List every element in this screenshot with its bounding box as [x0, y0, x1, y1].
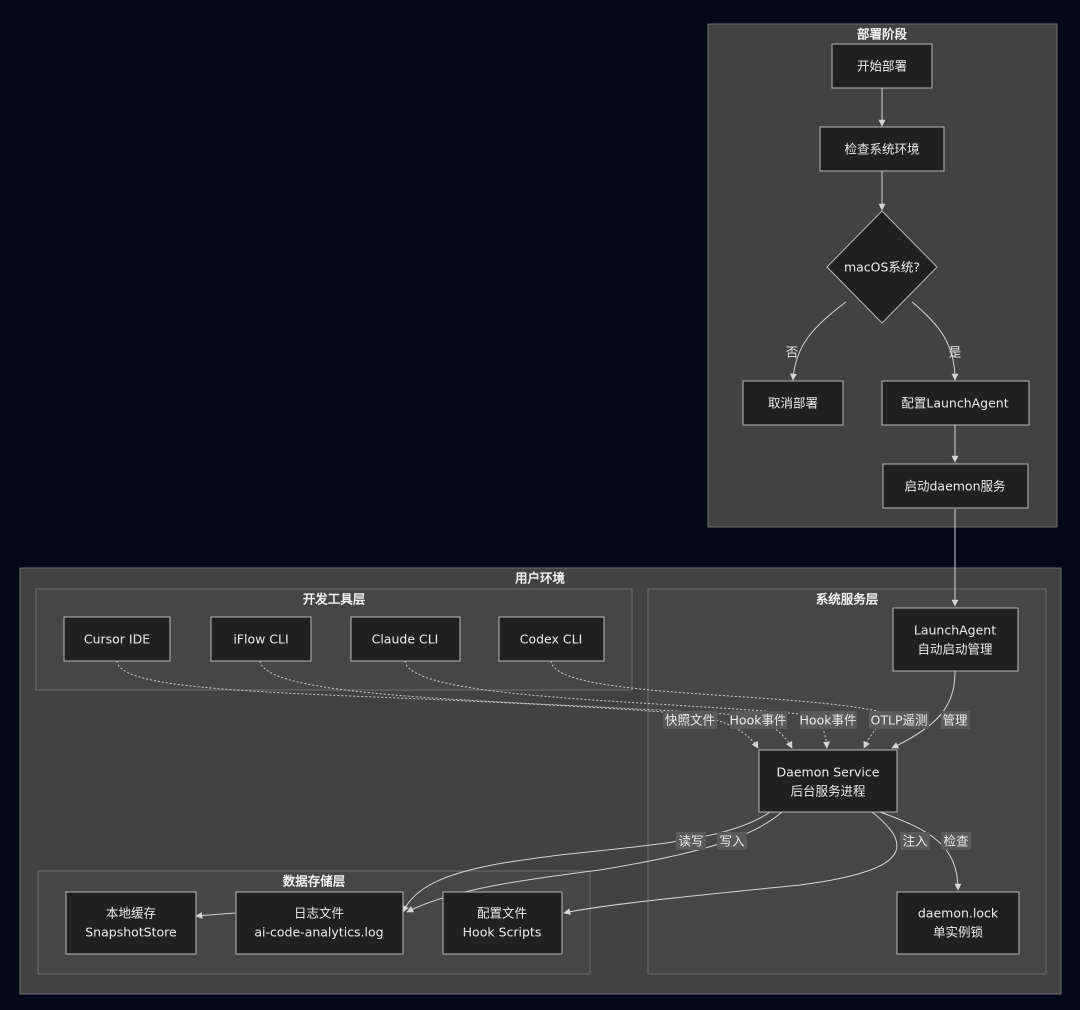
node-daemon-line1: Daemon Service: [777, 765, 880, 780]
edge-label-readwrite: 读写: [678, 834, 703, 849]
edge-cursor-daemon: [116, 660, 759, 749]
edge-daemon-lock: [879, 811, 962, 891]
node-start-daemon: 启动daemon服务: [882, 463, 1029, 509]
edge-daemon-config: [563, 811, 898, 916]
node-cursor-ide-label: Cursor IDE: [84, 632, 150, 647]
node-log-file: 日志文件 ai-code-analytics.log: [235, 891, 404, 955]
node-lock-line2: 单实例锁: [933, 925, 984, 940]
node-lock-line1: daemon.lock: [918, 906, 999, 921]
node-cursor-ide: Cursor IDE: [63, 616, 171, 662]
node-decision-label: macOS系统?: [844, 260, 920, 275]
cluster-dev-tools-title: 开发工具层: [303, 592, 366, 607]
node-launchagent-line2: 自动启动管理: [917, 642, 993, 657]
edge-label-check: 检查: [943, 834, 969, 849]
node-iflow-cli-label: iFlow CLI: [233, 632, 288, 647]
deploy-edges: [789, 88, 959, 607]
node-decision: macOS系统?: [826, 210, 938, 324]
edge-log-cache: [195, 912, 236, 920]
edge-decision-cancel: [789, 301, 847, 381]
node-daemon-service: Daemon Service 后台服务进程: [758, 749, 898, 813]
edge-label-manage: 管理: [942, 713, 968, 728]
node-start-label: 开始部署: [857, 59, 907, 74]
edge-label-hook2: Hook事件: [800, 713, 857, 728]
node-config-file-line1: 配置文件: [477, 906, 527, 921]
edge-daemon-log: [402, 811, 771, 913]
edge-label-no: 否: [786, 345, 799, 360]
cluster-deploy-title: 部署阶段: [857, 27, 908, 42]
node-start-daemon-label: 启动daemon服务: [904, 479, 1005, 494]
cluster-sys-service-title: 系统服务层: [816, 592, 879, 607]
node-log-line1: 日志文件: [294, 906, 344, 921]
node-daemon-line2: 后台服务进程: [790, 784, 866, 799]
node-claude-cli: Claude CLI: [350, 616, 461, 662]
edge-label-yes: 是: [949, 345, 962, 360]
node-codex-cli: Codex CLI: [498, 616, 605, 662]
node-launchagent: LaunchAgent 自动启动管理: [892, 607, 1019, 672]
node-config-agent: 配置LaunchAgent: [881, 380, 1030, 426]
node-config-file: 配置文件 Hook Scripts: [442, 891, 563, 955]
cluster-user-env-title: 用户环境: [514, 571, 566, 586]
node-claude-cli-label: Claude CLI: [372, 632, 439, 647]
edge-label-write: 写入: [719, 834, 745, 849]
edge-codex-daemon: [550, 660, 892, 749]
node-cache-line2: SnapshotStore: [85, 925, 177, 940]
edge-label-otlp: OTLP遥测: [871, 713, 928, 728]
node-log-line2: ai-code-analytics.log: [254, 925, 383, 940]
edge-label-inject: 注入: [902, 834, 928, 849]
edge-label-hook1: Hook事件: [730, 713, 787, 728]
node-cancel-label: 取消部署: [768, 396, 818, 411]
edge-claude-daemon: [404, 660, 831, 749]
node-check-label: 检查系统环境: [844, 142, 919, 157]
edge-decision-config: [911, 301, 959, 381]
node-launchagent-line1: LaunchAgent: [914, 623, 996, 638]
cluster-storage-title: 数据存储层: [282, 874, 346, 889]
edge-labels: 否 是 快照文件 Hook事件 Hook事件 OTLP遥测 管理 读写 写入 注…: [663, 345, 971, 850]
node-config-agent-label: 配置LaunchAgent: [901, 396, 1008, 411]
edge-label-snapshot: 快照文件: [665, 713, 715, 728]
node-check: 检查系统环境: [819, 126, 945, 172]
node-start: 开始部署: [831, 43, 933, 89]
node-cancel: 取消部署: [742, 380, 844, 426]
node-daemon-lock: daemon.lock 单实例锁: [896, 891, 1020, 955]
node-cache: 本地缓存 SnapshotStore: [65, 891, 197, 955]
node-codex-cli-label: Codex CLI: [520, 632, 583, 647]
node-config-file-line2: Hook Scripts: [463, 925, 542, 940]
node-iflow-cli: iFlow CLI: [210, 616, 312, 662]
node-cache-line1: 本地缓存: [106, 906, 156, 921]
